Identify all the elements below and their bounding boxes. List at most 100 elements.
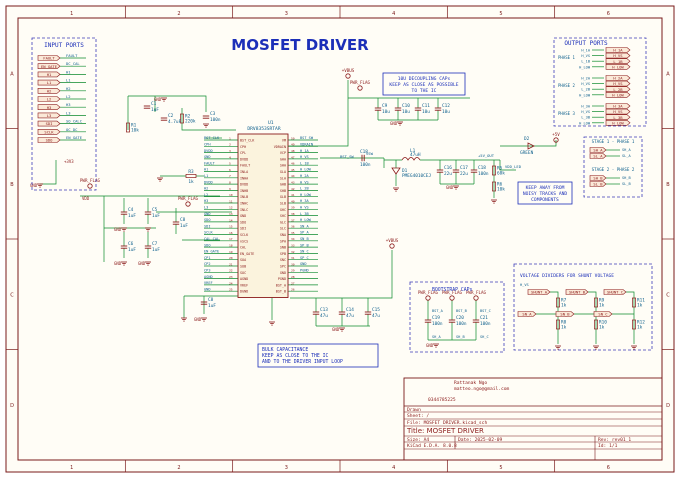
output-port-0-3 (605, 64, 631, 70)
input-port-3 (37, 79, 61, 86)
resistor-r5-ref: R5 (497, 166, 503, 172)
capacitor-c20-value: 100n (456, 321, 467, 327)
divider-port-2 (603, 289, 627, 295)
ic-right-pin-5: GLA (280, 170, 286, 174)
divider-port-1-text: SHUNT_B (569, 290, 586, 295)
output-net-2-2: L_3B (581, 116, 590, 120)
ic-right-net-13: H_LOW (300, 218, 312, 222)
resistor-r7 (556, 297, 560, 308)
ic-right-pin-num-8: 42 (291, 187, 295, 191)
resistor-r9-ref: R9 (599, 298, 605, 304)
ic-right-net-0: BST_SW (300, 136, 314, 140)
ic-right-net-19: SP_C (300, 256, 309, 260)
sheet-paper (5, 5, 675, 473)
resistor-r5 (492, 165, 496, 176)
bulk-gnd-icon-label: GND (332, 327, 340, 332)
ic-left-pin-num-21: 22 (229, 269, 233, 273)
inductor-l1-value: 47uH (410, 152, 421, 158)
ic-left-net-18: EN_GATE (204, 250, 219, 254)
capacitor-c11-value: 10u (422, 109, 430, 115)
ic-right-pin-0: VM (282, 139, 286, 143)
capacitor-c18-value: 100n (360, 162, 371, 168)
stage-1-heading: STAGE 1 - PHASE 1 (592, 139, 635, 144)
ic-right-net-21: PGND (300, 269, 309, 273)
ic-right-pin-num-2: 48 (291, 149, 295, 153)
capacitor-bottom-value: 1uF (208, 303, 216, 309)
ic-left-pin-num-8: 9 (229, 187, 231, 191)
capacitor-c2-value: 4.7uF (168, 119, 182, 125)
ic-left-pin-0: BST_CLK (240, 139, 255, 143)
ic-right-pin-num-6: 44 (291, 174, 295, 178)
ic-right-pin-num-11: 39 (291, 206, 295, 210)
border-col-top-1: 1 (70, 11, 73, 17)
divider-heading: VOLTAGE DIVIDERS FOR SHUNT VOLTAGE (520, 273, 614, 279)
ic-right-pin-num-19: 31 (291, 256, 295, 260)
resistor-r9-value: 1k (599, 303, 605, 309)
input-port-2-text: H1 (47, 72, 52, 77)
output-net-1-0: H_2A (581, 77, 590, 81)
ic-left-net-14: SDI (204, 224, 211, 228)
resistor-r11-value: 1k (637, 303, 643, 309)
ic-right-pin-num-23: 27 (291, 281, 295, 285)
ic-right-pin-16: SPA (280, 239, 286, 243)
buck-gnd-icon-label: GND (446, 185, 454, 190)
border-row-right-C: C (666, 292, 670, 298)
title-block-email: matteo.ngo@gmail.com (454, 386, 510, 392)
ic-right-pin-20: SPC (280, 265, 286, 269)
wire-layer (40, 49, 635, 344)
ic-left-pin-num-15: 16 (229, 231, 233, 235)
input-net-label-0: FAULT (66, 53, 78, 58)
input-net-label-4: H2 (66, 86, 71, 91)
output-port-2-0-text: H_3A (613, 104, 623, 109)
ic-left-pin-num-13: 14 (229, 218, 233, 222)
ic-right-net-4: L_1B (300, 161, 309, 165)
output-ports-heading: OUTPUT PORTS (564, 40, 608, 47)
resistor-r7-ref: R7 (561, 298, 567, 304)
input-port-0 (37, 55, 61, 61)
ic-right-net-10: H_3A (300, 199, 309, 203)
ic-left-pin-num-14: 15 (229, 225, 233, 229)
title-block-drawn: Drawn (407, 407, 421, 413)
resistor-r6 (492, 181, 496, 192)
ic-right-net-5: H_LOW (300, 168, 312, 172)
resistor-r10-ref: R10 (599, 320, 607, 326)
ic-left-pin-8: INHB (240, 189, 248, 193)
ic-left-pin-22: AGND (240, 277, 248, 281)
stage-2-port-1 (589, 181, 607, 187)
bulk-wire (290, 250, 393, 299)
ic-right-net-17: SP_B (300, 243, 309, 247)
output-net-2-0: H_3A (581, 105, 590, 109)
input-ports-box (31, 37, 97, 191)
input-net-label-8: SO_CALC (66, 119, 82, 124)
ic-right-pin-6: SLA (280, 176, 286, 180)
input-port-8-text: SDI (46, 121, 53, 126)
resistor-r8-value: 1k (561, 325, 567, 331)
ic-left-net-7: DVDD (204, 180, 213, 184)
ic-right-pin-num-3: 47 (291, 155, 295, 159)
capacitor-buck-0-value: 22u (444, 171, 452, 177)
divider-port-2-text: SHUNT_C (607, 290, 623, 295)
vbus-flag-icon (345, 73, 351, 79)
divider-sn-port-1-text: SN_B (560, 312, 570, 317)
border-col-top-6: 6 (607, 11, 610, 17)
ic-left-pin-num-18: 19 (229, 250, 233, 254)
bootstrap-flag-0 (425, 295, 431, 301)
capacitor-buck-1-value: 22u (460, 171, 468, 177)
input-net-label-5: L2 (66, 94, 71, 99)
input-net-label-7: L3 (66, 110, 71, 115)
resistor-r1-ref: R1 (131, 123, 137, 129)
divider-box (513, 263, 653, 351)
ic-left-pin-6: INHA (240, 176, 248, 180)
output-port-1-2 (605, 86, 631, 92)
ic-left-net-0: BST_CLK (204, 136, 220, 140)
capacitor-c5-ref: C5 (152, 207, 158, 213)
output-phase-label-1: PHASE 1 (558, 55, 575, 60)
ic-left-net-2: DVDD (204, 149, 213, 153)
divider-sn-port-2-text: SN_C (598, 312, 607, 317)
resistor-r3-value: 1k (188, 179, 194, 185)
ic-left-pin-24: DGND (240, 290, 248, 294)
ic-right-pin-19: SNC (280, 258, 286, 262)
input-port-10-text: SDO (46, 138, 54, 143)
divider-wire (550, 291, 559, 344)
title-block-sheet-id: Id: 1/1 (598, 443, 618, 449)
